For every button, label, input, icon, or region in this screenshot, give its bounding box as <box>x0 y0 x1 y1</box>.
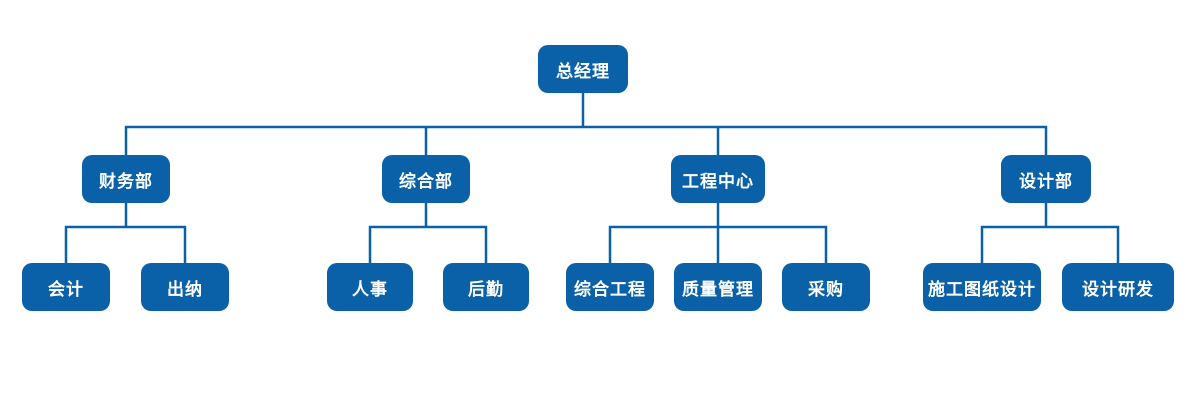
org-node-quality-management: 质量管理 <box>674 263 762 311</box>
org-node-finance-department: 财务部 <box>82 155 170 203</box>
org-node-procurement: 采购 <box>782 263 870 311</box>
org-node-construction-drawing-design: 施工图纸设计 <box>923 263 1041 311</box>
org-node-design-rd: 设计研发 <box>1062 263 1174 311</box>
org-node-accounting: 会计 <box>22 263 110 311</box>
org-node-hr: 人事 <box>327 263 413 311</box>
org-node-general-affairs-department: 综合部 <box>382 155 470 203</box>
org-node-design-department: 设计部 <box>1001 155 1091 203</box>
org-node-cashier: 出纳 <box>141 263 229 311</box>
org-node-general-engineering: 综合工程 <box>566 263 654 311</box>
org-node-logistics: 后勤 <box>443 263 529 311</box>
org-node-general-manager: 总经理 <box>538 45 628 93</box>
org-node-engineering-center: 工程中心 <box>671 155 765 203</box>
